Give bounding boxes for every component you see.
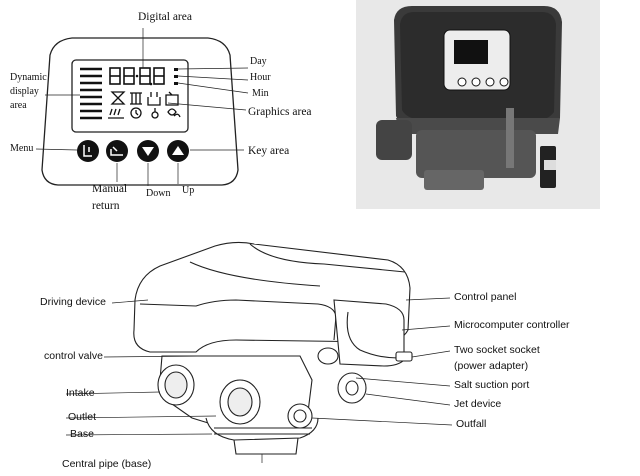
time-indicators xyxy=(174,68,178,85)
top-leader-lines xyxy=(35,28,249,186)
manual-return-label-line2: return xyxy=(92,200,120,212)
product-photo xyxy=(356,0,600,209)
seven-segment-digits xyxy=(109,67,165,85)
two-socket-label: Two socket socket xyxy=(454,344,540,356)
valve-illustration xyxy=(133,241,413,455)
control-panel-label: Control panel xyxy=(454,291,517,303)
dynamic-display-label-line1: Dynamic xyxy=(10,72,47,83)
controller-box xyxy=(333,299,405,367)
base-label: Base xyxy=(70,428,94,440)
menu-label: Menu xyxy=(10,143,34,154)
lcd-screen xyxy=(71,59,189,133)
power-adapter-label: (power adapter) xyxy=(454,360,529,372)
graphics-area-label: Graphics area xyxy=(248,106,312,118)
menu-key[interactable] xyxy=(77,140,99,162)
hour-label: Hour xyxy=(250,72,271,83)
microcomputer-controller-label: Microcomputer controller xyxy=(454,319,570,331)
graphics-icons xyxy=(108,91,181,119)
day-label: Day xyxy=(250,56,267,67)
min-label: Min xyxy=(252,88,269,99)
salt-suction-port-label: Salt suction port xyxy=(454,379,530,391)
key-area xyxy=(77,140,189,162)
dynamic-display-bars xyxy=(80,67,102,120)
control-valve-label: control valve xyxy=(44,350,103,362)
product-photo-drawing xyxy=(356,0,600,209)
manual-return-label-line1: Manual xyxy=(92,183,128,195)
driving-device-label: Driving device xyxy=(40,296,106,308)
bottom-leader-lines xyxy=(65,297,453,463)
outlet-label: Outlet xyxy=(68,411,97,423)
jet-device-label: Jet device xyxy=(454,398,502,410)
up-label: Up xyxy=(182,185,195,196)
dynamic-display-label-line3: area xyxy=(10,100,27,111)
key-area-label: Key area xyxy=(248,145,290,157)
central-pipe-label: Central pipe (base) xyxy=(62,458,152,470)
dynamic-display-label-line2: display xyxy=(10,86,39,97)
power-cable xyxy=(346,311,399,359)
digital-area-label: Digital area xyxy=(138,11,192,23)
intake-label: Intake xyxy=(66,387,95,399)
outfall-label: Outfall xyxy=(456,418,487,430)
down-label: Down xyxy=(146,188,171,199)
